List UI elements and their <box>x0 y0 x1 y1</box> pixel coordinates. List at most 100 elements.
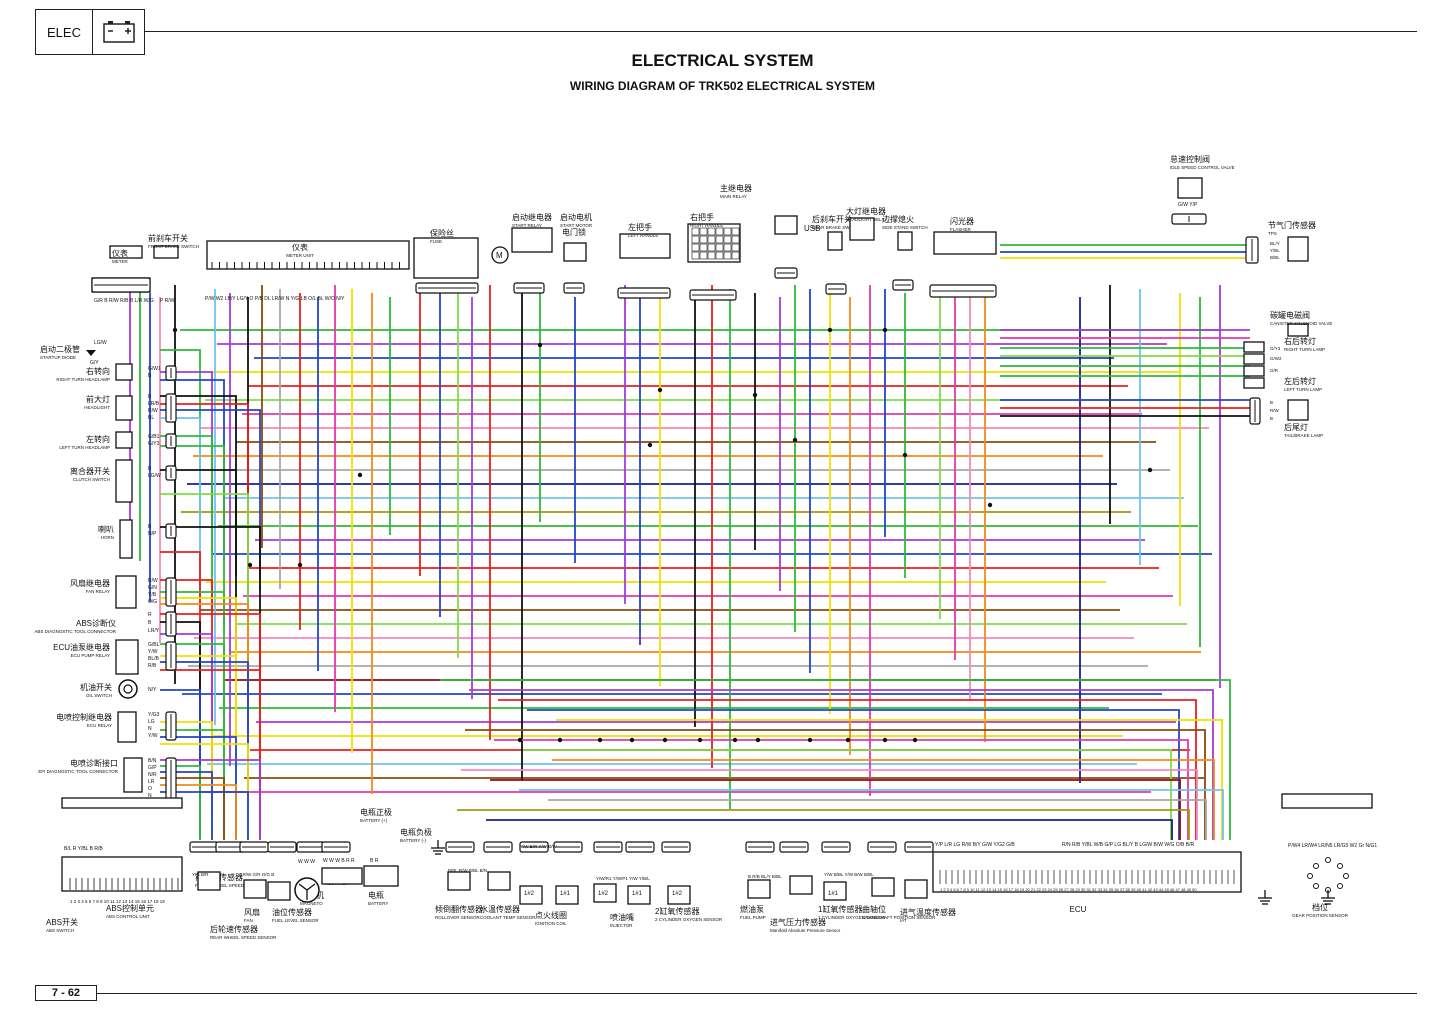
junction-dot <box>357 472 363 478</box>
wire-labels: Y/W B/R Y/W B/W <box>520 844 557 849</box>
wire-label: N/Y <box>148 687 157 693</box>
component-label-cn: 水温传感器 <box>480 904 520 914</box>
component-label-cn: 前刹车开关 <box>148 233 188 243</box>
component-label-en: START RELAY <box>512 223 542 228</box>
wire-label: O <box>148 786 152 792</box>
junction-dot <box>755 737 761 743</box>
wire-label: G/W1 <box>148 366 161 372</box>
meter-box <box>109 245 143 259</box>
wire-label: G/W2 <box>1270 356 1282 361</box>
wire-label: O/G <box>148 599 157 605</box>
wire-label: R/W <box>148 408 158 414</box>
fuse-box <box>413 237 479 279</box>
sensor-box <box>447 871 471 891</box>
wire-label: N/P <box>148 531 157 537</box>
handle-grid-cell <box>723 251 732 260</box>
component-label-en: COOLANT TEMP SENSOR <box>480 915 536 920</box>
component-label-en: BATTERY (+) <box>360 818 388 823</box>
handle-grid-cell <box>715 243 724 252</box>
wire-label: B <box>148 373 152 379</box>
page-title: ELECTRICAL SYSTEM <box>631 51 814 70</box>
wire-labels: Y/G B/R <box>192 872 209 877</box>
component-label-cn: 边撑熄火 <box>882 214 914 224</box>
abs-control-unit <box>61 856 183 892</box>
sensor-box <box>243 879 267 899</box>
component-label-cn: 前大灯 <box>86 394 110 404</box>
headlight-relay <box>849 217 875 241</box>
motor-letter: M <box>496 251 503 260</box>
wire-label: Y/G3 <box>148 712 160 718</box>
component-label-cn: 曲轴位 <box>862 904 886 914</box>
wire-label: G/P <box>148 765 157 771</box>
component-label-cn: 左后转灯 <box>1284 376 1316 386</box>
component-label-en: RIGHT HANDLE <box>690 223 723 228</box>
component-label-en: METER UNIT <box>286 253 314 258</box>
tps <box>1287 236 1309 262</box>
component-label-cn: 大灯继电器 <box>846 206 886 216</box>
component-label-cn: 右后转灯 <box>1284 336 1316 346</box>
component-label-cn: 闪光器 <box>950 216 974 226</box>
left-component <box>123 757 143 793</box>
abs-upper-bar <box>61 797 183 809</box>
ecu-feed-wire <box>457 809 1190 840</box>
wire-label: G/Y3 <box>1270 346 1281 351</box>
wire-label: B <box>148 620 152 626</box>
gear-pin-icon <box>1325 857 1331 863</box>
junction-dot <box>732 737 738 743</box>
wire-label: B/BL <box>1270 255 1280 260</box>
wire-labels: W W W <box>298 859 315 865</box>
component-label-en: HEADLIGHT <box>84 405 110 410</box>
footer-rule <box>97 993 1417 994</box>
magneto-icon <box>298 883 316 900</box>
component-label-cn: 右把手 <box>690 212 714 222</box>
junction-dot <box>827 327 833 333</box>
ecu-feed-wire <box>527 709 1180 840</box>
component-label-cn: 进气温度传感器 <box>900 907 956 917</box>
component-label-cn: 后刹车开关 <box>812 214 852 224</box>
page-number: 7 - 62 <box>35 985 97 1001</box>
component-label-cn: ECU油泵继电器 <box>53 642 110 652</box>
wire-label: Y/W <box>148 733 158 739</box>
battery-icon <box>93 10 144 54</box>
component-label-cn: 启动继电器 <box>512 212 552 222</box>
left-wire <box>160 791 249 840</box>
component-label-en: HEADLIGHT RELAY <box>846 217 887 222</box>
component-label-en: ABS CONTROL UNIT <box>106 914 150 919</box>
wire-label: B <box>148 524 152 530</box>
wire-label: B <box>148 466 152 472</box>
component-label-en: CRANKSHAFT POSITION SENSOR <box>862 915 936 920</box>
ecu-feed-wire <box>556 719 1223 840</box>
component-label: ECU <box>1070 905 1087 914</box>
component-label-cn: 风扇 <box>244 907 260 917</box>
component-label-en: GEAR POSITION SENSOR <box>1292 913 1349 918</box>
component-label-en: LEFT TURN LAMP <box>1284 387 1322 392</box>
wire-label: N/R <box>148 772 157 778</box>
wire-label: LG/W <box>94 340 107 346</box>
left-component <box>115 395 133 421</box>
wire-labels: Y/W/R1 Y/W/P1 Y/W Y/B/L <box>596 876 650 881</box>
right-rear-turn <box>1243 341 1265 353</box>
left-wire <box>160 445 225 626</box>
junction-dot <box>845 737 851 743</box>
ecu-feed-wire <box>465 729 1206 840</box>
ecu-feed-wire <box>469 689 1214 840</box>
junction-dot <box>172 327 178 333</box>
left-wire <box>160 771 213 840</box>
handle-grid-cell <box>699 243 708 252</box>
handle-grid-cell <box>691 243 700 252</box>
component-label-cn: 点火线圈 <box>535 910 567 920</box>
component-label-cn: 离合器开关 <box>70 466 110 476</box>
sensor-box <box>267 881 291 901</box>
ecu-feed-wire <box>494 739 1189 840</box>
canister-valve <box>1287 323 1309 337</box>
junction-dot <box>297 562 303 568</box>
wire-label: G/Y <box>90 360 99 366</box>
wire-labels-meter-unit: P/W W2 LB/Y LG/Y O P/B DL LR/W N Y/G LB … <box>205 296 345 302</box>
meter-unit <box>206 240 410 270</box>
wire-label: N <box>148 726 152 732</box>
component-label-en: TPS <box>1268 231 1277 236</box>
component-label-en: BATTERY <box>368 901 388 906</box>
wire-labels-brake: P R/W <box>160 298 175 304</box>
wire-label: LG <box>148 719 155 725</box>
